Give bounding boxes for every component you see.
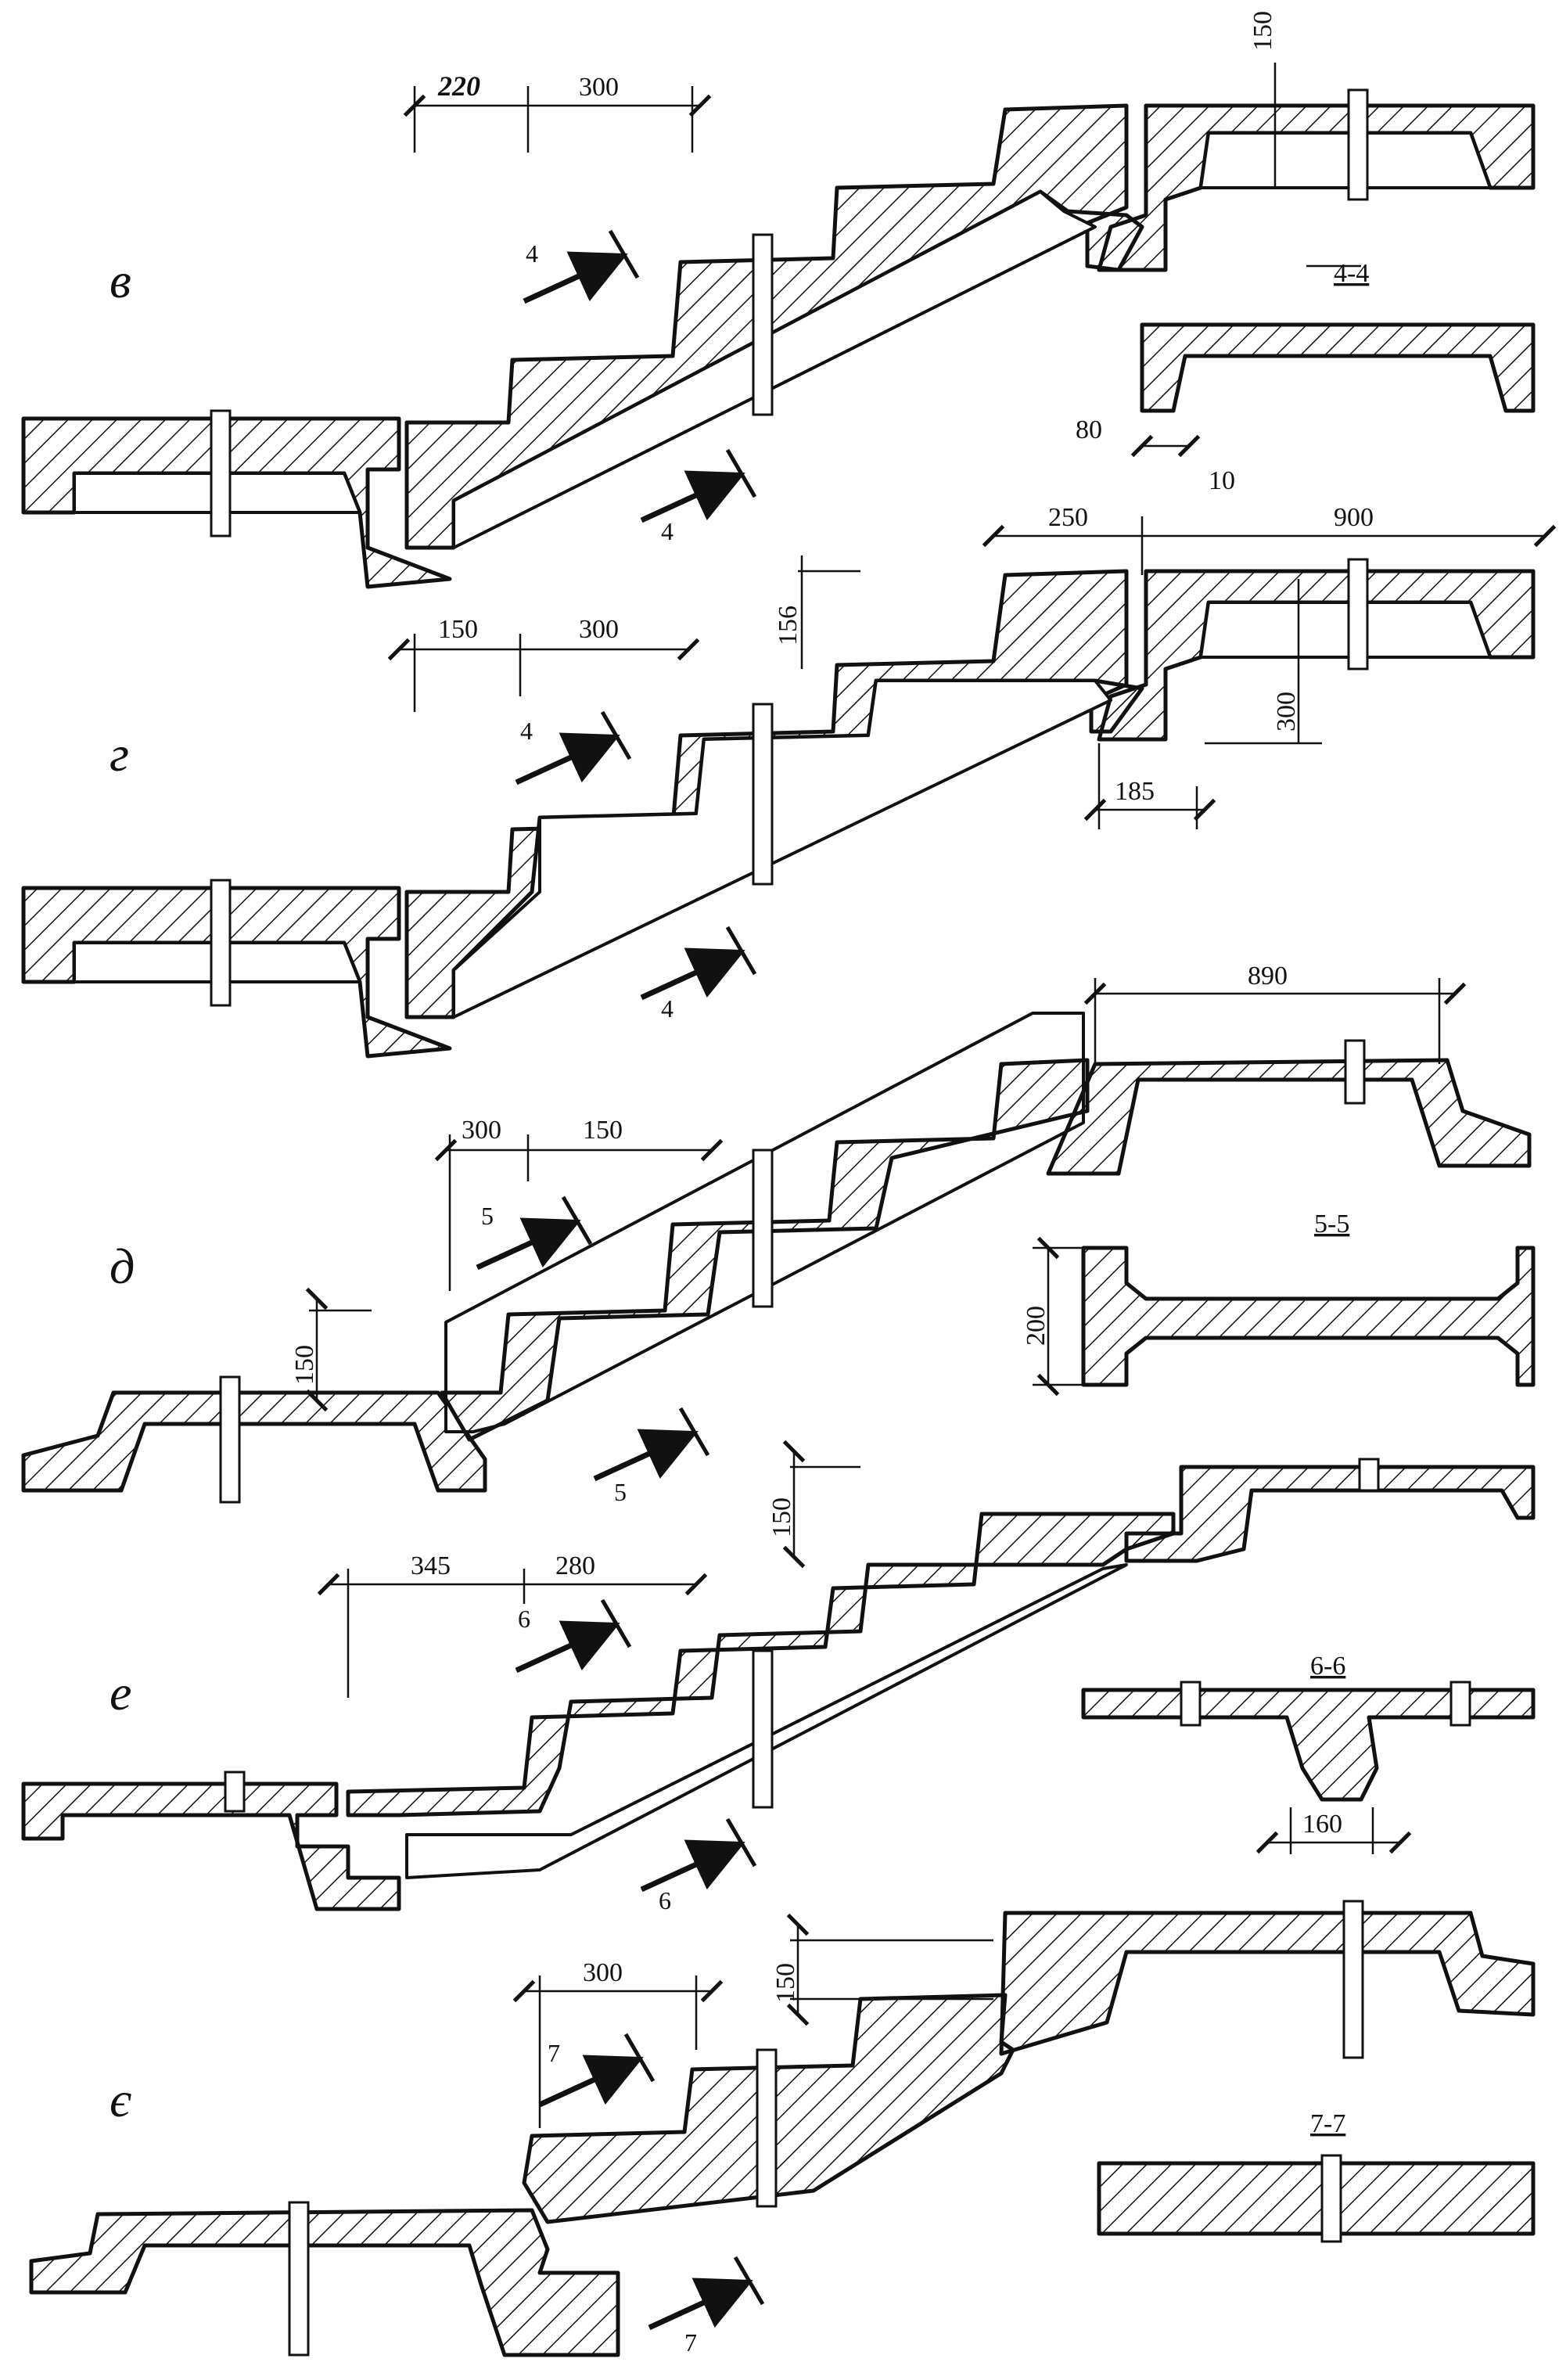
dim-150: 150 bbox=[771, 1963, 800, 2003]
upper-landing-slab bbox=[1124, 1465, 1536, 1563]
dim-150-run: 300 bbox=[462, 1116, 501, 1145]
lower-landing-slab bbox=[21, 1781, 401, 1911]
dim-150: 150 bbox=[290, 1345, 319, 1385]
variant-d: д 5-5 890 150 300 150 200 5 5 bbox=[21, 962, 1536, 1506]
section-arrow-label: 5 bbox=[481, 1202, 494, 1230]
dim-345: 345 bbox=[411, 1551, 451, 1580]
section-7-7-profile bbox=[1097, 2161, 1536, 2236]
dim-220: 220 bbox=[437, 70, 480, 102]
dim-150: 150 bbox=[438, 615, 478, 644]
section-arrow-label: 4 bbox=[520, 717, 533, 745]
dim-300: 300 bbox=[579, 73, 619, 102]
section-arrow-label: 4 bbox=[526, 239, 538, 268]
stair-flight-slab bbox=[440, 1058, 1090, 1442]
upper-landing-void bbox=[1199, 131, 1492, 189]
dim-80: 80 bbox=[1076, 415, 1102, 444]
dim-280: 280 bbox=[555, 1551, 595, 1580]
stair-void bbox=[405, 1563, 1128, 1879]
lower-landing-slab bbox=[21, 1390, 487, 1493]
variant-letter: в bbox=[110, 253, 131, 308]
dim-300: 300 bbox=[583, 1958, 623, 1987]
dim-300: 150 bbox=[583, 1116, 623, 1145]
stair-void bbox=[452, 679, 1112, 1019]
dim-150: 150 bbox=[1248, 11, 1277, 51]
section-4-4-profile bbox=[1140, 322, 1536, 413]
variant-v: в 4-4 220 300 150 80 10 4 4 bbox=[21, 11, 1536, 589]
section-5-5-profile bbox=[1081, 1246, 1536, 1387]
section-label: 7-7 bbox=[1310, 2109, 1345, 2138]
variant-g: г 250 900 156 150 300 300 185 4 4 bbox=[21, 503, 1557, 1059]
upper-landing-slab bbox=[1046, 1058, 1532, 1176]
dim-10: 10 bbox=[1209, 466, 1235, 495]
section-arrow-label: 7 bbox=[548, 2039, 560, 2067]
dim-300: 300 bbox=[579, 615, 619, 644]
dim-200: 200 bbox=[1022, 1306, 1051, 1346]
dim-185: 185 bbox=[1115, 777, 1155, 806]
dim-156: 156 bbox=[774, 606, 803, 645]
variant-letter: є bbox=[110, 2072, 131, 2127]
lower-landing-slab bbox=[29, 2208, 620, 2357]
section-arrow-label: 6 bbox=[518, 1605, 530, 1633]
variant-e: е 6-6 150 345 280 160 6 6 bbox=[21, 1440, 1536, 1914]
upper-landing-slab bbox=[999, 1911, 1536, 2056]
dim-160: 160 bbox=[1302, 1810, 1342, 1839]
variant-letter: г bbox=[110, 726, 129, 782]
dim-150: 150 bbox=[767, 1497, 796, 1537]
upper-landing-void bbox=[1199, 601, 1492, 659]
variant-letter: е bbox=[110, 1665, 131, 1720]
dim-250: 250 bbox=[1048, 503, 1088, 532]
section-label: 4-4 bbox=[1334, 259, 1369, 288]
variant-letter: д bbox=[110, 1239, 135, 1294]
variant-ye: є 7-7 150 300 7 7 bbox=[29, 1900, 1536, 2357]
dim-890: 890 bbox=[1248, 962, 1288, 990]
section-arrow-label: 4 bbox=[661, 994, 674, 1023]
dim-900: 900 bbox=[1334, 503, 1374, 532]
stair-void bbox=[452, 190, 1097, 549]
section-label: 5-5 bbox=[1314, 1210, 1349, 1239]
section-arrow-label: 7 bbox=[684, 2328, 697, 2357]
section-arrow-label: 4 bbox=[661, 517, 674, 545]
section-arrow-label: 6 bbox=[659, 1886, 671, 1914]
section-label: 6-6 bbox=[1310, 1652, 1345, 1681]
section-arrow-label: 5 bbox=[614, 1478, 627, 1506]
dim-300-vertical: 300 bbox=[1272, 692, 1301, 732]
